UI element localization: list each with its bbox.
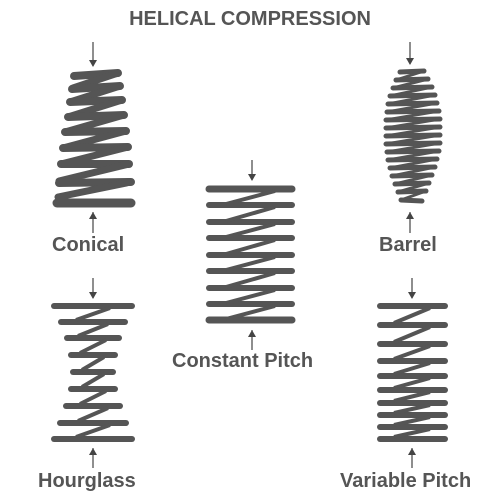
diagram-title: HELICAL COMPRESSION bbox=[129, 8, 371, 30]
constant-pitch-label: Constant Pitch bbox=[172, 350, 314, 372]
constant-pitch-spring bbox=[205, 160, 296, 350]
variable-pitch-label: Variable Pitch bbox=[340, 470, 472, 492]
barrel-label: Barrel bbox=[379, 234, 437, 256]
conical-label: Conical bbox=[52, 234, 125, 256]
hourglass-spring bbox=[51, 278, 135, 468]
hourglass-label: Hourglass bbox=[38, 470, 136, 492]
variable-pitch-spring bbox=[377, 278, 448, 468]
conical-spring bbox=[52, 42, 136, 233]
barrel-spring bbox=[383, 42, 443, 233]
